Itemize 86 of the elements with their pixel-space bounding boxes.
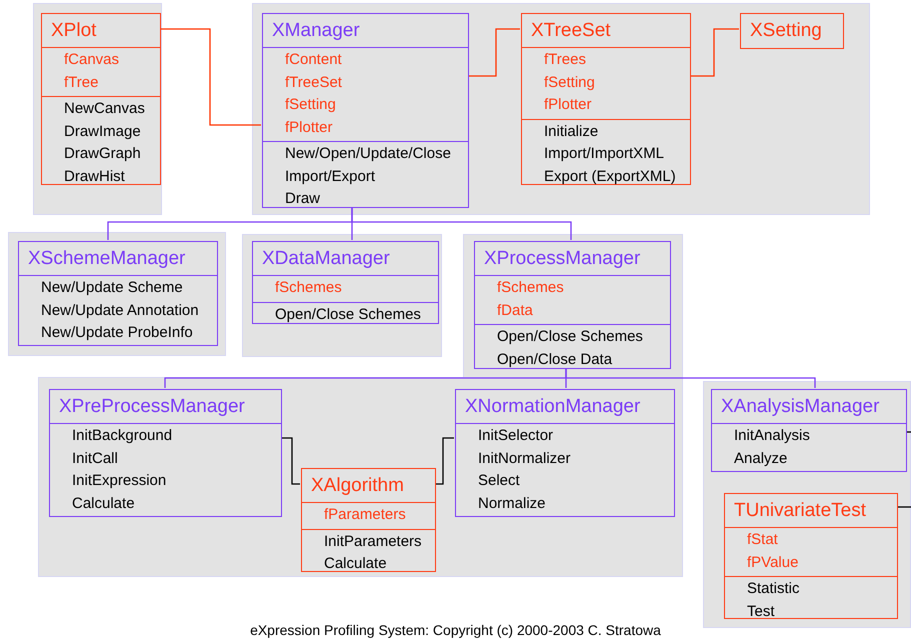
- method-name: InitAnalysis: [734, 426, 810, 446]
- field-name: fTreeSet: [285, 72, 342, 92]
- method-name: DrawImage: [64, 122, 141, 142]
- field-name: fData: [497, 300, 533, 320]
- method-name: Import/Export: [285, 166, 376, 186]
- method-name: Test: [747, 602, 775, 622]
- class-name: XProcessManager: [484, 248, 640, 269]
- class-box: [740, 13, 844, 49]
- group-panel: [703, 381, 911, 628]
- group-panel: [33, 3, 162, 215]
- group-panel: [38, 377, 683, 577]
- connector-line: [351, 207, 572, 240]
- method-name: InitCall: [72, 448, 118, 468]
- field-name: fSchemes: [275, 278, 342, 298]
- method-name: InitBackground: [72, 426, 172, 446]
- method-name: DrawHist: [64, 166, 125, 186]
- class-box: [301, 468, 436, 572]
- class-box: [262, 13, 469, 208]
- method-name: Draw: [285, 189, 320, 209]
- method-name: New/Update ProbeInfo: [41, 323, 193, 343]
- method-name: Calculate: [72, 494, 135, 514]
- class-box: [521, 13, 691, 185]
- method-name: DrawGraph: [64, 144, 141, 164]
- method-name: InitNormalizer: [478, 448, 571, 468]
- class-name: XAnalysisManager: [721, 396, 880, 417]
- field-name: fStat: [747, 530, 778, 550]
- method-name: Normalize: [478, 494, 546, 514]
- class-name: XPlot: [51, 20, 96, 41]
- connector-line: [435, 437, 454, 485]
- connector-line: [281, 437, 300, 485]
- field-name: fParameters: [324, 505, 406, 525]
- class-box: [724, 493, 898, 619]
- connector-line: [468, 28, 520, 77]
- class-name: XTreeSet: [531, 20, 611, 41]
- caption: eXpression Profiling System: Copyright (c) 2000-2003 C. Stratowa: [250, 622, 661, 638]
- connector-line: [690, 28, 739, 77]
- field-name: fSchemes: [497, 278, 564, 298]
- class-name: XPreProcessManager: [59, 396, 245, 417]
- method-name: Initialize: [544, 122, 598, 142]
- field-name: fPlotter: [285, 118, 333, 138]
- method-name: InitExpression: [72, 471, 166, 491]
- class-name: XManager: [272, 20, 360, 41]
- method-name: Select: [478, 471, 520, 491]
- field-name: fTrees: [544, 50, 586, 70]
- class-box: [455, 389, 675, 517]
- field-name: fPlotter: [544, 95, 592, 115]
- class-name: XAlgorithm: [311, 475, 404, 496]
- method-name: New/Update Annotation: [41, 300, 199, 320]
- connector-line: [906, 431, 911, 433]
- method-name: Calculate: [324, 554, 387, 574]
- field-name: fPValue: [747, 552, 798, 572]
- method-name: Import/ImportXML: [544, 144, 664, 164]
- method-name: Open/Close Schemes: [497, 327, 643, 347]
- class-name: TUnivariateTest: [734, 500, 866, 521]
- class-name: XSchemeManager: [28, 248, 186, 269]
- class-name: XNormationManager: [465, 396, 640, 417]
- method-name: NewCanvas: [64, 99, 145, 119]
- method-name: Open/Close Schemes: [275, 304, 421, 324]
- field-name: fSetting: [544, 72, 595, 92]
- class-box: [711, 389, 907, 472]
- field-name: fTree: [64, 72, 98, 92]
- method-name: Statistic: [747, 579, 800, 599]
- group-panel: [8, 232, 226, 356]
- class-name: XSetting: [750, 20, 822, 41]
- group-panel: [463, 234, 683, 378]
- connector-line: [565, 368, 816, 388]
- group-panel: [242, 234, 442, 357]
- method-name: Analyze: [734, 448, 788, 468]
- class-box: [474, 241, 671, 369]
- method-name: New/Open/Update/Close: [285, 144, 451, 164]
- method-name: New/Update Scheme: [41, 278, 183, 298]
- method-name: InitParameters: [324, 532, 422, 552]
- class-box: [252, 241, 439, 324]
- method-name: Open/Close Data: [497, 350, 612, 370]
- method-name: InitSelector: [478, 426, 554, 446]
- method-name: Export (ExportXML): [544, 166, 676, 186]
- class-box: [18, 241, 218, 346]
- field-name: fCanvas: [64, 50, 120, 70]
- field-name: fSetting: [285, 95, 336, 115]
- connector-line: [160, 28, 261, 126]
- group-panel: [252, 3, 870, 215]
- class-name: XDataManager: [262, 248, 390, 269]
- class-box: [49, 389, 282, 517]
- class-box: [41, 13, 161, 185]
- field-name: fContent: [285, 50, 342, 70]
- connector-line: [897, 506, 911, 508]
